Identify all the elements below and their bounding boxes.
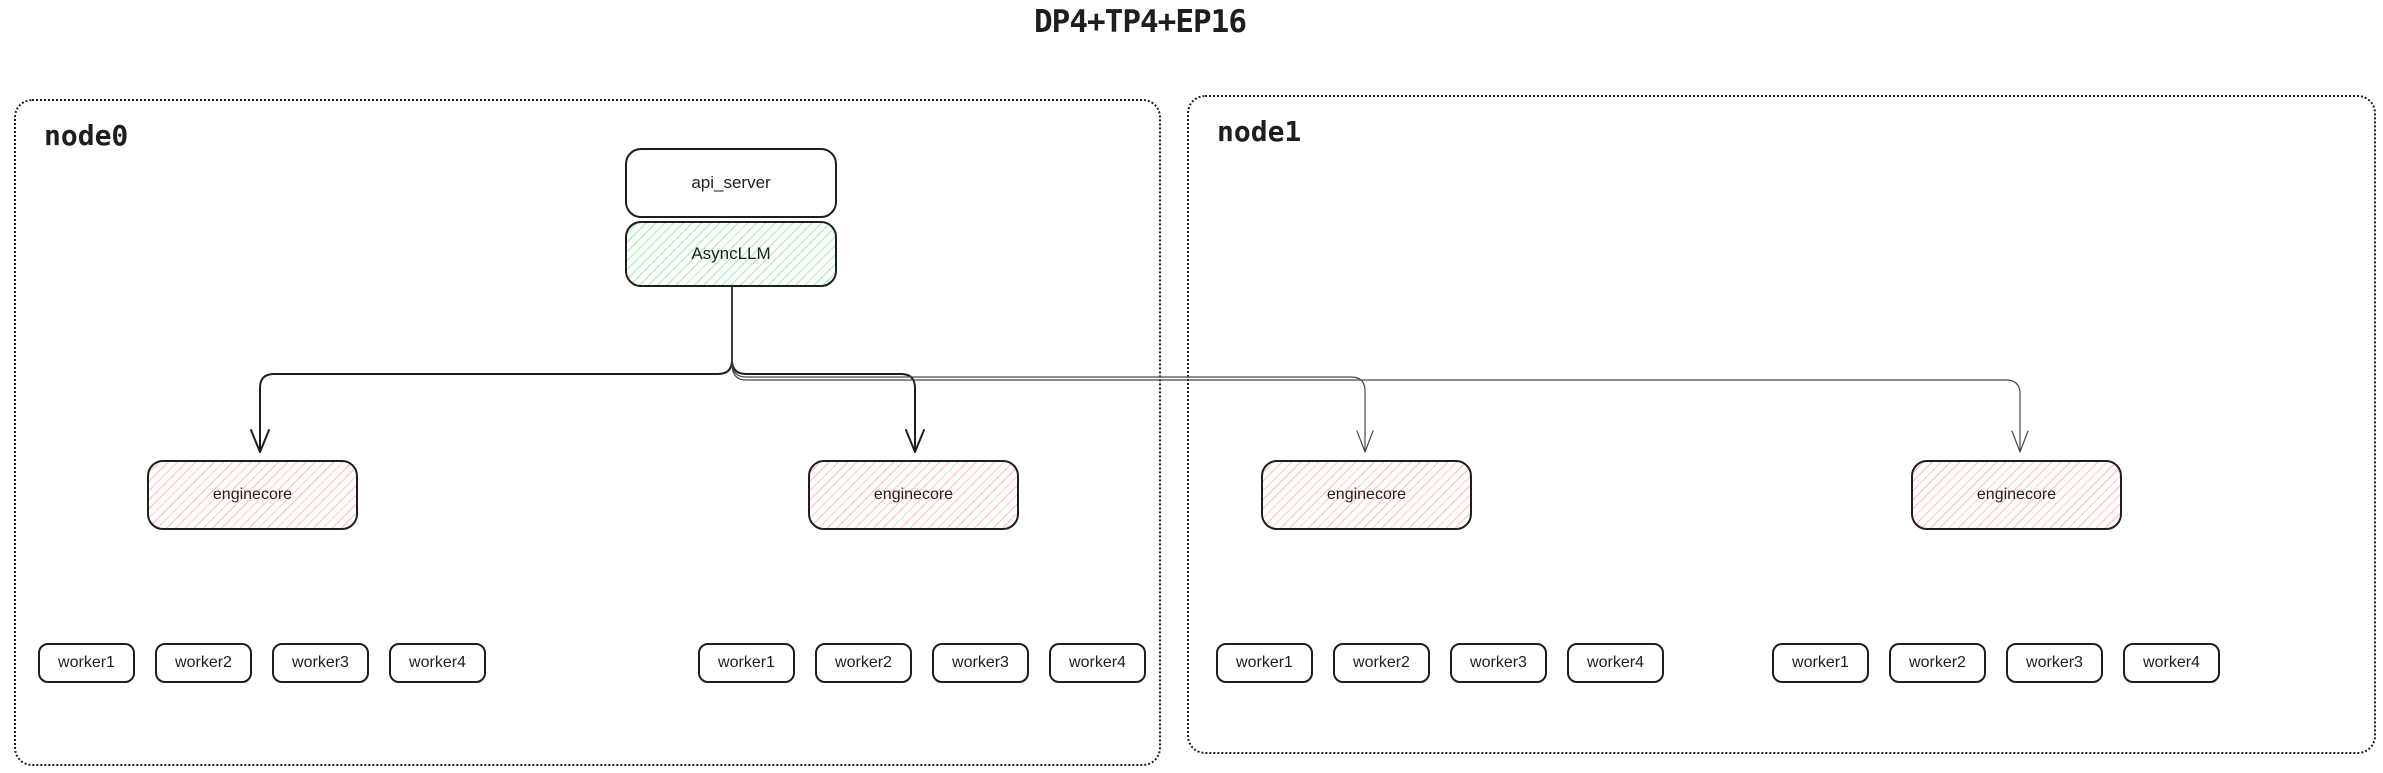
- worker-box: worker4: [389, 643, 486, 683]
- node0-worker-group-2: worker1 worker2 worker3 worker4: [698, 643, 1146, 683]
- node1-container: node1 enginecore enginecore worker1 work…: [1187, 95, 2376, 754]
- worker-box: worker4: [2123, 643, 2220, 683]
- node0-label: node0: [44, 119, 129, 152]
- node0-enginecore-1: enginecore: [147, 460, 358, 530]
- worker-box: worker3: [272, 643, 369, 683]
- node1-worker-group-1: worker1 worker2 worker3 worker4: [1216, 643, 1664, 683]
- worker-box: worker3: [2006, 643, 2103, 683]
- node1-enginecore-2: enginecore: [1911, 460, 2122, 530]
- worker-box: worker1: [698, 643, 795, 683]
- worker-box: worker1: [38, 643, 135, 683]
- worker-box: worker3: [932, 643, 1029, 683]
- node0-enginecore-2: enginecore: [808, 460, 1019, 530]
- asyncllm-box: AsyncLLM: [625, 221, 837, 287]
- worker-box: worker1: [1216, 643, 1313, 683]
- node0-container: node0 api_server AsyncLLM enginecore eng…: [14, 99, 1161, 766]
- worker-box: worker2: [155, 643, 252, 683]
- worker-box: worker2: [815, 643, 912, 683]
- worker-box: worker4: [1049, 643, 1146, 683]
- worker-box: worker1: [1772, 643, 1869, 683]
- worker-box: worker2: [1333, 643, 1430, 683]
- node1-label: node1: [1217, 115, 1302, 148]
- node1-enginecore-1: enginecore: [1261, 460, 1472, 530]
- worker-box: worker3: [1450, 643, 1547, 683]
- worker-box: worker4: [1567, 643, 1664, 683]
- api-server-box: api_server: [625, 148, 837, 218]
- node1-worker-group-2: worker1 worker2 worker3 worker4: [1772, 643, 2220, 683]
- diagram-title: DP4+TP4+EP16: [1034, 4, 1247, 40]
- node0-worker-group-1: worker1 worker2 worker3 worker4: [38, 643, 486, 683]
- worker-box: worker2: [1889, 643, 1986, 683]
